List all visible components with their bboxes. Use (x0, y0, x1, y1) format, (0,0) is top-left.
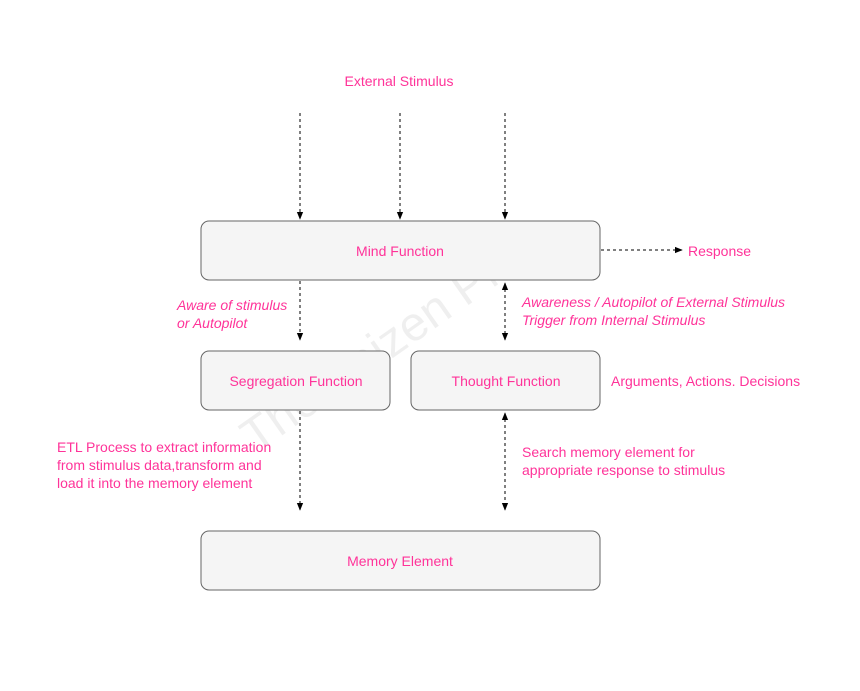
etl-label-line2: from stimulus data,transform and (57, 457, 262, 473)
awareness-label-line2: Trigger from Internal Stimulus (522, 312, 705, 328)
memory-element-box[interactable]: Memory Element (200, 530, 601, 591)
segregation-function-box[interactable]: Segregation Function (200, 350, 391, 411)
memory-element-label: Memory Element (347, 553, 453, 569)
external-stimulus-label: External Stimulus (345, 73, 454, 89)
response-label: Response (688, 243, 751, 259)
segregation-function-label: Segregation Function (229, 373, 362, 389)
aware-label-line1: Aware of stimulus (176, 297, 287, 313)
mind-function-label: Mind Function (356, 243, 444, 259)
etl-label-line3: load it into the memory element (57, 475, 252, 491)
search-label-line2: appropriate response to stimulus (522, 462, 725, 478)
thought-function-label: Thought Function (452, 373, 561, 389)
mind-function-box[interactable]: Mind Function (200, 220, 601, 281)
search-label-line1: Search memory element for (522, 444, 695, 460)
etl-label-line1: ETL Process to extract information (57, 439, 271, 455)
aware-label-line2: or Autopilot (177, 315, 248, 331)
thought-function-box[interactable]: Thought Function (410, 350, 601, 411)
arguments-label: Arguments, Actions. Decisions (611, 373, 800, 389)
awareness-label-line1: Awareness / Autopilot of External Stimul… (521, 294, 785, 310)
